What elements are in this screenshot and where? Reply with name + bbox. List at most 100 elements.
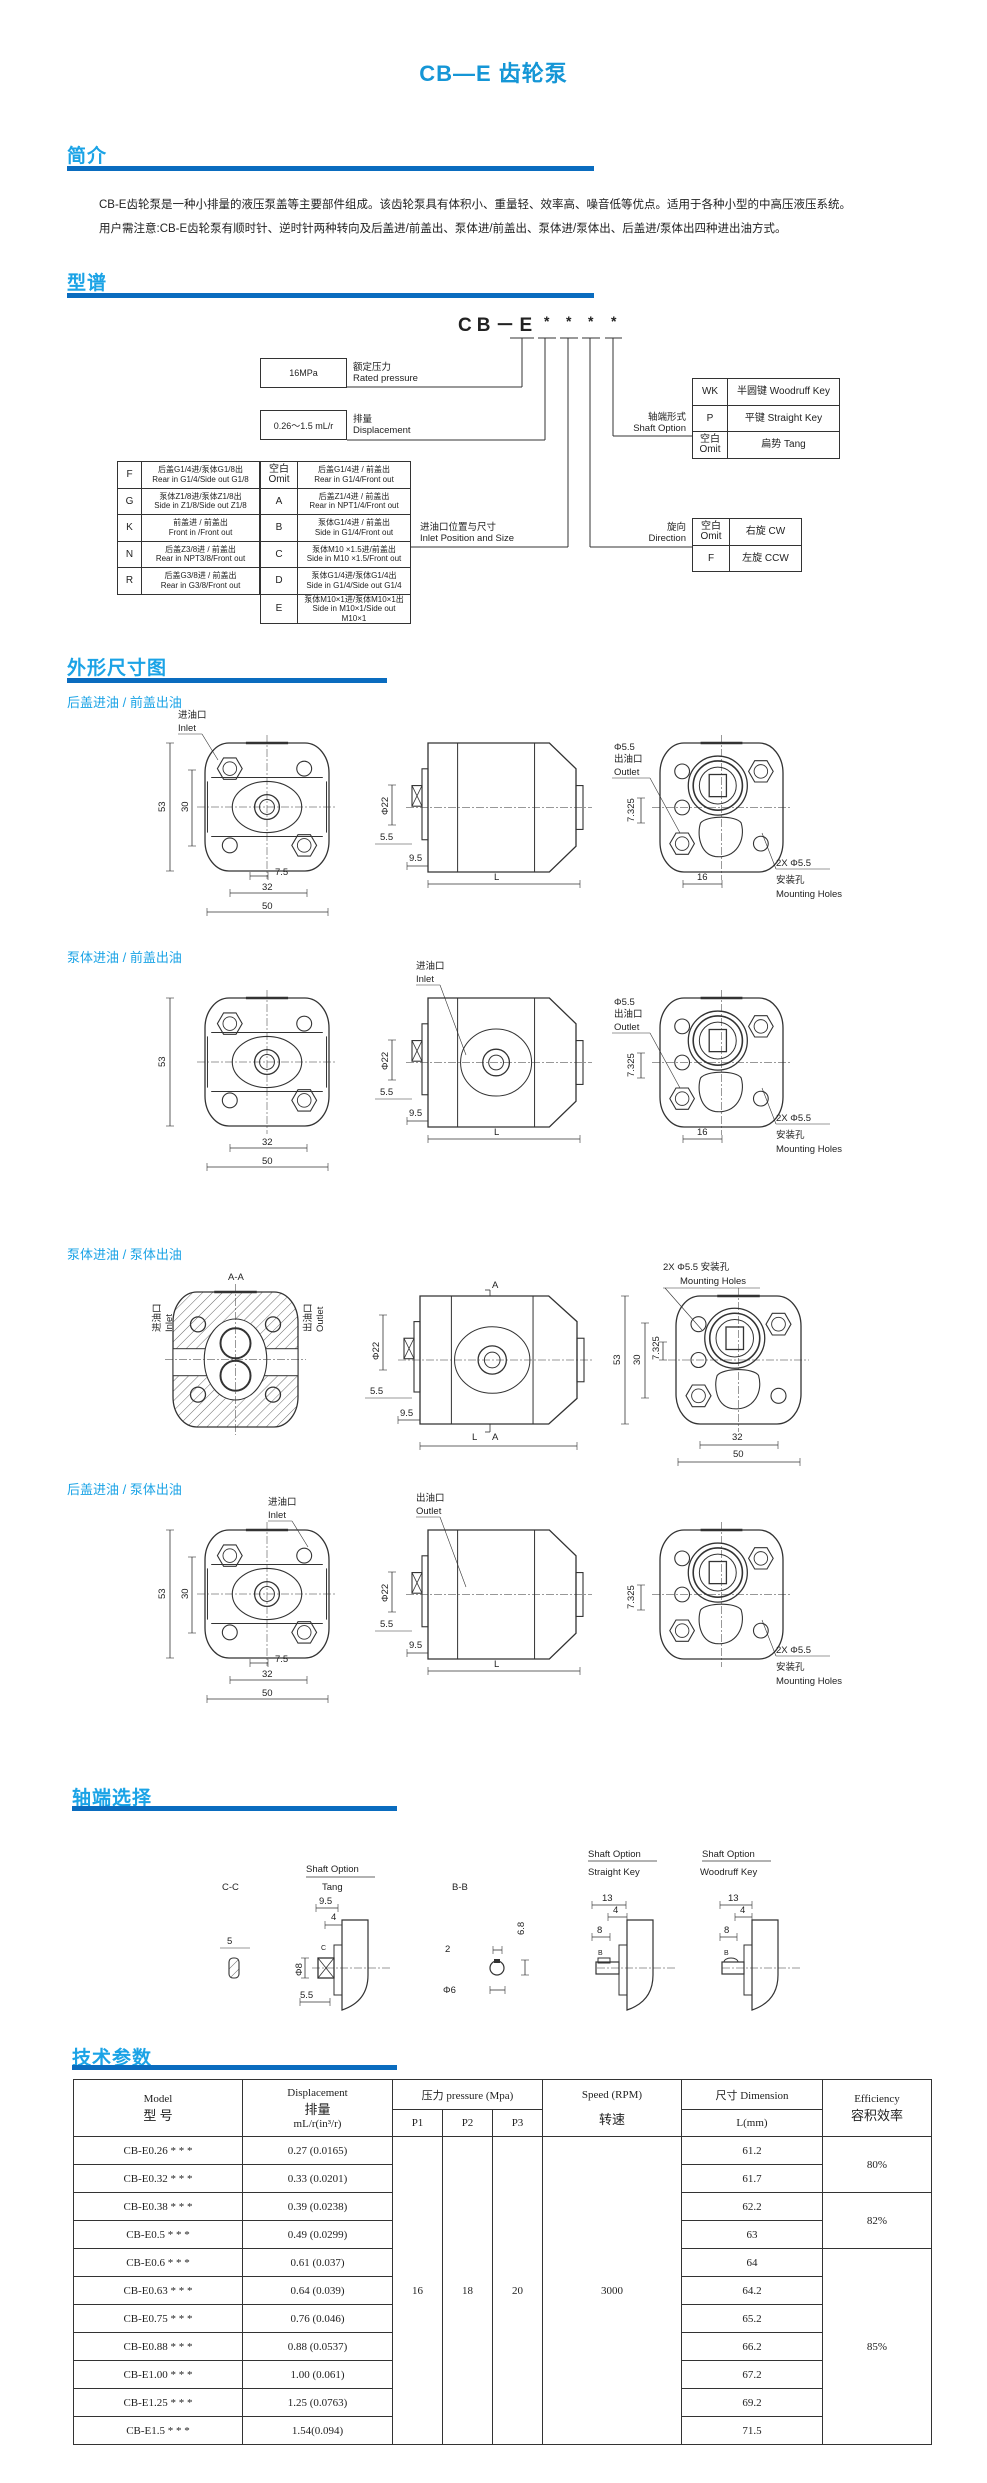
- cell-model: CB-E0.75 * * *: [73, 2304, 243, 2333]
- shaft-option-woodruff-key: Woodruff Key: [700, 1867, 757, 1878]
- drawing-line: [649, 1032, 681, 1089]
- intro-line-1: CB-E齿轮泵是一种小排量的液压泵盖等主要部件组成。该齿轮泵具有体积小、重量轻、…: [99, 199, 851, 211]
- flange-profile: [751, 1919, 779, 2011]
- flange-pilot: [618, 1944, 628, 1996]
- drawing-circle: [715, 1318, 754, 1358]
- section-view-aa: [165, 1284, 306, 1435]
- dimension-label: 5.5: [380, 1087, 393, 1098]
- drawing-circle: [690, 1316, 707, 1333]
- dimension-label: 4: [613, 1905, 618, 1916]
- inlet-code: E: [260, 593, 298, 624]
- inlet-label-cn: 进油口: [268, 1496, 297, 1508]
- drawing-circle: [674, 1091, 690, 1106]
- cell-dimension-l: 61.2: [681, 2136, 823, 2165]
- cell-displacement: 1.00 (0.061): [242, 2360, 393, 2389]
- hex-nut-icon: [669, 1087, 696, 1110]
- page-title: CB—E 齿轮泵: [419, 61, 568, 86]
- th-model-en: Model: [143, 2092, 173, 2105]
- drawing-circle: [264, 1386, 282, 1403]
- drawing-circle: [770, 1387, 787, 1404]
- dimension-label: Φ22: [380, 1052, 391, 1070]
- th-speed-cn: 转速: [598, 2111, 625, 2127]
- straight-key: [597, 1957, 611, 1964]
- drawing-circle: [704, 1307, 766, 1369]
- th-pressure: 压力 pressure (Mpa): [392, 2079, 543, 2110]
- drawing-circle: [752, 835, 769, 852]
- hex-nut-icon: [216, 1012, 243, 1035]
- cell-dimension-l: 66.2: [681, 2332, 823, 2361]
- inlet-desc-cn: 泵体G1/4进/泵体G1/4出: [311, 571, 397, 581]
- model-star-4: *: [611, 313, 617, 329]
- drawing-circle: [674, 1550, 691, 1567]
- dimension-label: 7.5: [275, 1654, 288, 1665]
- shaft-option-tang: Tang: [322, 1882, 343, 1893]
- inlet-desc-cn: 泵体G1/4进 / 前盖出: [317, 518, 390, 528]
- th-p3: P3: [492, 2109, 543, 2137]
- option-code: WK: [701, 386, 719, 397]
- displacement-en: Displacement: [353, 425, 411, 436]
- dimension-label: 9.5: [400, 1408, 413, 1419]
- shaft-table-desc: 扁势 Tang: [727, 431, 840, 459]
- dimension-label: 53: [157, 1056, 168, 1067]
- option-code-sub: Omit: [699, 443, 721, 455]
- drawing-circle: [222, 761, 238, 776]
- rear-view-3: [668, 1288, 809, 1432]
- inlet-desc-cn: 前盖进 / 前盖出: [173, 518, 228, 528]
- kidney-port: [715, 1369, 761, 1410]
- hex-nut-icon: [685, 1384, 712, 1408]
- rated-pressure-value: 16MPa: [260, 358, 347, 388]
- cell-dimension-l: 63: [681, 2220, 823, 2249]
- drawing-circle: [687, 755, 748, 816]
- dimension-label: 50: [262, 901, 273, 912]
- drawing-circle: [489, 1960, 505, 1976]
- inlet-desc-cn: 后盖G1/4进/泵体G1/8出: [158, 465, 243, 475]
- section-title-3: 泵体进油 / 泵体出油: [67, 1247, 182, 1262]
- dimension-label: 4: [331, 1912, 336, 1923]
- inlet-label-cn: 进油口: [178, 709, 207, 721]
- rated-pressure-cn: 额定压力: [353, 362, 392, 373]
- kidney-port: [698, 1071, 743, 1113]
- model-star-2: *: [566, 313, 572, 329]
- tech-divider: [72, 2065, 397, 2070]
- drawing-circle: [189, 1386, 207, 1403]
- inlet-label-en: Inlet: [416, 974, 434, 985]
- drawing-circle: [674, 1623, 690, 1638]
- pump-body: [427, 997, 577, 1128]
- th-p2: P2: [442, 2109, 493, 2137]
- dimension-label: 5.5: [380, 832, 393, 843]
- dimensions-2: [166, 984, 830, 1171]
- dimension-label: 32: [262, 882, 273, 893]
- shaft: [411, 1572, 423, 1594]
- drawing-circle: [674, 763, 691, 780]
- inlet-desc-cn: 泵体Z1/8进/泵体Z1/8出: [159, 491, 242, 501]
- dimension-label: 32: [262, 1137, 273, 1148]
- drawing-circle: [264, 1316, 282, 1333]
- mount-label-cn: 安装孔: [776, 874, 805, 886]
- inlet-desc-en: Side in G1/4/Side out G1/4: [306, 580, 402, 590]
- th-eff-cn: 容积效率: [850, 2107, 903, 2123]
- cell-dimension-l: 69.2: [681, 2388, 823, 2417]
- th-disp-en: Displacement: [287, 2086, 348, 2099]
- inlet-label: 进油口位置与尺寸 Inlet Position and Size: [420, 522, 514, 544]
- inlet-desc-cn: 泵体M10×1进/泵体M10×1出: [304, 594, 404, 604]
- inlet-label-cn: 进油口: [151, 1303, 163, 1332]
- shaft: [411, 785, 423, 807]
- inlet-code-main: D: [275, 575, 283, 586]
- dimension-label: 16: [697, 872, 708, 883]
- inlet-code-sub: Omit: [268, 473, 290, 485]
- intro-heading: 简介: [67, 146, 108, 167]
- table-row: CB-E0.32 * * *0.33 (0.0201)61.7: [73, 2164, 932, 2193]
- drawing-circle: [189, 1316, 207, 1333]
